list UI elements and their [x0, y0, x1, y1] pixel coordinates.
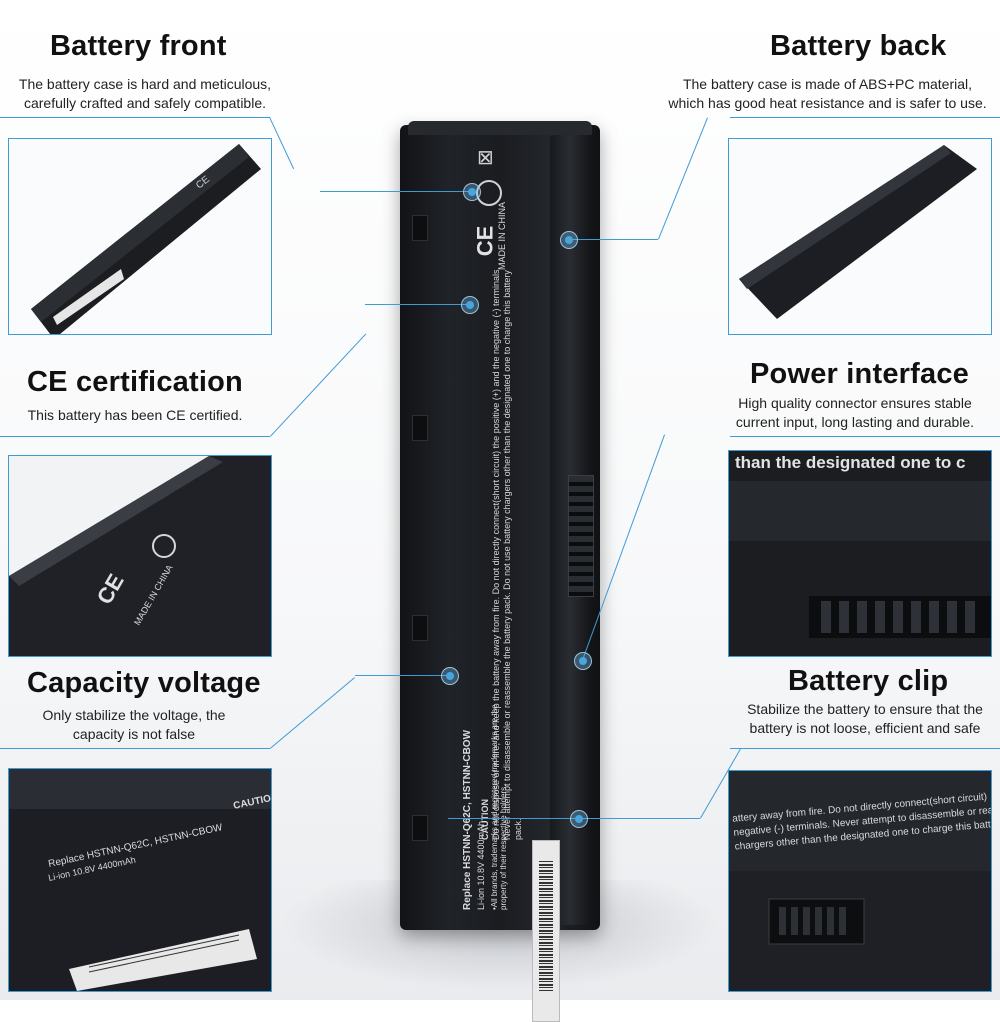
battery-back-title: Battery back	[770, 30, 947, 62]
battery-connector	[568, 475, 594, 597]
callout-dot-ce	[461, 296, 479, 314]
ce-mark-icon: CE	[472, 225, 498, 257]
callout-line	[730, 436, 1000, 438]
battery-back-photo-frame	[728, 138, 992, 335]
power-interface-desc-line2: current input, long lasting and durable.	[735, 414, 975, 430]
battery-clip-desc: Stabilize the battery to ensure that the…	[700, 700, 1000, 738]
battery-back-photo	[729, 139, 991, 334]
battery-barcode-label	[532, 840, 560, 1022]
callout-line	[0, 117, 270, 119]
battery-front-desc-line1: The battery case is hard and meticulous,	[18, 76, 272, 92]
callout-line	[730, 748, 1000, 750]
callout-line	[580, 818, 700, 820]
power-interface-snippet: than the designated one to c	[735, 453, 966, 472]
capacity-voltage-desc-line2: capacity is not false	[72, 726, 196, 742]
battery-replace-text: Replace HSTNN-Q62C, HSTNN-CBOW	[462, 729, 473, 910]
power-interface-title: Power interface	[750, 358, 969, 390]
ce-certification-photo: CE MADE IN CHINA	[9, 456, 271, 656]
ce-certification-title: CE certification	[27, 366, 243, 398]
ce-certification-desc-line1: This battery has been CE certified.	[27, 407, 243, 423]
ce-certification-desc: This battery has been CE certified.	[0, 406, 270, 425]
capacity-voltage-desc: Only stabilize the voltage, the capacity…	[0, 706, 268, 744]
battery-notch	[412, 815, 428, 841]
callout-line	[270, 333, 367, 437]
ce-certification-photo-frame: CE MADE IN CHINA	[8, 455, 272, 657]
battery-notch	[412, 215, 428, 241]
battery-spec-text: Li-ion 10.8V 4400mAh	[476, 820, 486, 910]
battery-notch	[412, 615, 428, 641]
recycle-bin-icon: ⊠	[477, 147, 494, 169]
battery-clip-photo	[729, 771, 991, 991]
battery-back-desc-line1: The battery case is made of ABS+PC mater…	[682, 76, 973, 92]
battery-front-title: Battery front	[50, 30, 227, 62]
callout-line	[268, 117, 295, 170]
callout-dot-front	[463, 183, 481, 201]
battery-main	[400, 121, 600, 1022]
capacity-voltage-title: Capacity voltage	[27, 667, 261, 699]
callout-line	[320, 191, 470, 193]
power-interface-photo	[729, 451, 991, 656]
battery-lip	[408, 121, 592, 135]
callout-line	[0, 748, 270, 750]
capacity-voltage-desc-line1: Only stabilize the voltage, the	[42, 707, 226, 723]
battery-notch	[412, 415, 428, 441]
made-in-label: MADE IN CHINA	[497, 201, 507, 270]
power-interface-photo-frame: than the designated one to c	[728, 450, 992, 657]
battery-front-photo-frame: CE	[8, 138, 272, 335]
callout-line	[570, 239, 658, 241]
callout-line	[355, 675, 450, 677]
battery-front-desc: The battery case is hard and meticulous,…	[0, 75, 290, 113]
battery-clip-desc-line1: Stabilize the battery to ensure that the	[747, 701, 983, 717]
callout-line	[365, 304, 470, 306]
battery-clip-title: Battery clip	[788, 665, 949, 697]
callout-dot-capacity	[441, 667, 459, 685]
battery-back-desc-line2: which has good heat resistance and is sa…	[668, 95, 987, 111]
battery-trademarks-text: •All brands, trademarks and registered t…	[490, 704, 508, 910]
callout-line	[270, 677, 356, 749]
battery-back-desc: The battery case is made of ABS+PC mater…	[650, 75, 1000, 113]
callout-line	[658, 117, 709, 240]
battery-clip-desc-line2: battery is not loose, efficient and safe	[749, 720, 981, 736]
callout-line	[730, 117, 1000, 119]
callout-dot-power	[574, 652, 592, 670]
battery-front-desc-line2: carefully crafted and safely compatible.	[23, 95, 266, 111]
callout-dot-clip	[570, 810, 588, 828]
callout-line	[0, 436, 270, 438]
power-interface-desc-line1: High quality connector ensures stable	[738, 395, 972, 411]
battery-front-photo: CE	[9, 139, 271, 334]
battery-clip-photo-frame: attery away from fire. Do not directly c…	[728, 770, 992, 992]
callout-line	[448, 818, 580, 820]
capacity-voltage-photo-frame: Replace HSTNN-Q62C, HSTNN-CBOW Li-ion 10…	[8, 768, 272, 992]
power-interface-desc: High quality connector ensures stable cu…	[700, 394, 1000, 432]
callout-dot-back	[560, 231, 578, 249]
capacity-voltage-photo: Replace HSTNN-Q62C, HSTNN-CBOW Li-ion 10…	[9, 769, 271, 991]
